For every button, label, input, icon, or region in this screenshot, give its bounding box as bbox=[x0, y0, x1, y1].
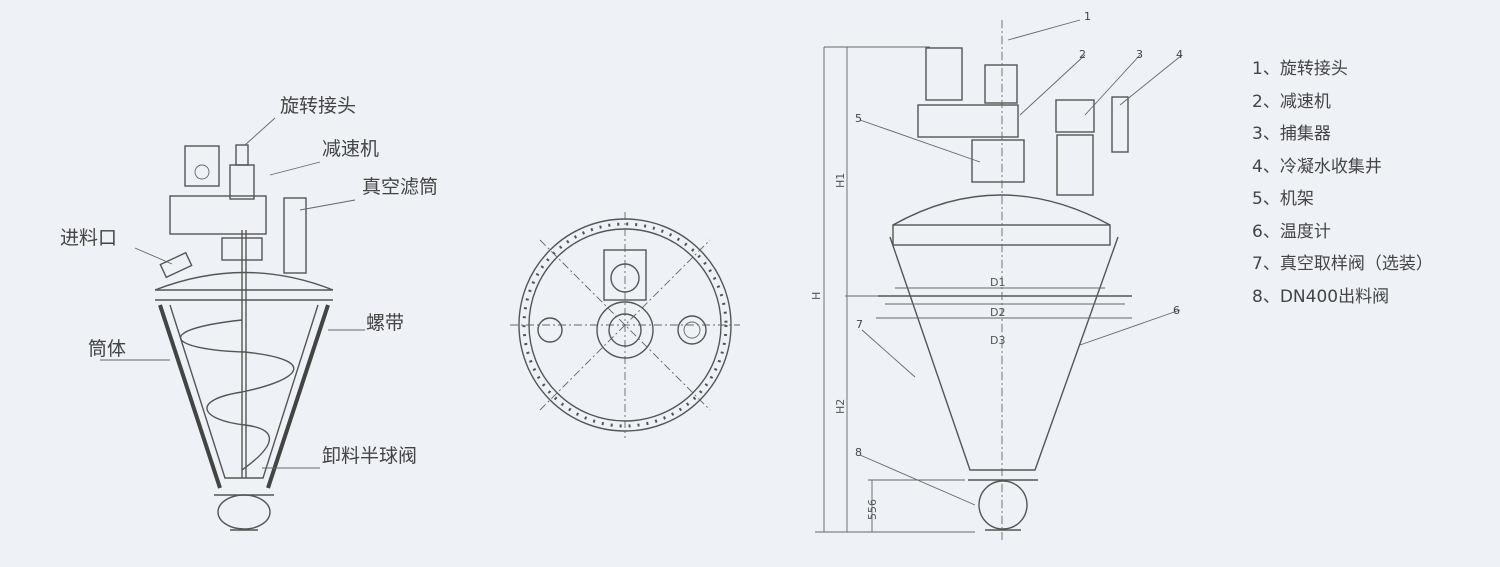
legend-item: 8、DN400出料阀 bbox=[1252, 286, 1390, 307]
legend-item: 7、真空取样阀（选装） bbox=[1252, 254, 1433, 274]
label-discharge-valve: 卸料半球阀 bbox=[322, 445, 417, 467]
parts-legend: 1、旋转接头 2、减速机 3、捕集器 4、冷凝水收集井 5、机架 6、温度计 7… bbox=[1252, 58, 1433, 318]
callout-6: 6 bbox=[1173, 304, 1180, 317]
left-section-drawing: 旋转接头 减速机 真空滤筒 进料口 筒体 螺带 卸料半球阀 bbox=[60, 95, 438, 531]
callout-7: 7 bbox=[856, 318, 863, 331]
legend-item: 6、温度计 bbox=[1252, 221, 1331, 242]
label-ribbon: 螺带 bbox=[366, 312, 404, 334]
callout-2: 2 bbox=[1079, 48, 1086, 61]
right-elevation-drawing: 1 2 3 4 5 6 7 8 H H1 H2 D1 D2 D3 556 bbox=[810, 10, 1183, 540]
dim-D3: D3 bbox=[990, 334, 1005, 347]
callout-3: 3 bbox=[1136, 48, 1143, 61]
callout-1: 1 bbox=[1084, 10, 1091, 23]
callout-8: 8 bbox=[855, 446, 862, 459]
legend-item: 5、机架 bbox=[1252, 189, 1314, 209]
callout-4: 4 bbox=[1176, 48, 1183, 61]
dim-H1: H1 bbox=[834, 173, 847, 188]
top-view-drawing bbox=[510, 212, 740, 438]
callout-5: 5 bbox=[855, 112, 862, 125]
legend-item: 3、捕集器 bbox=[1252, 124, 1331, 144]
dim-H2: H2 bbox=[834, 399, 847, 414]
legend-item: 2、减速机 bbox=[1252, 91, 1331, 112]
label-rotary-joint: 旋转接头 bbox=[280, 95, 356, 117]
dim-D1: D1 bbox=[990, 276, 1005, 289]
label-vacuum-filter: 真空滤筒 bbox=[362, 176, 438, 198]
label-reducer: 减速机 bbox=[322, 138, 379, 160]
label-feed-inlet: 进料口 bbox=[60, 227, 117, 249]
dim-H: H bbox=[810, 292, 823, 300]
dim-556: 556 bbox=[866, 499, 879, 520]
label-body: 筒体 bbox=[88, 338, 126, 360]
legend-item: 4、冷凝水收集井 bbox=[1252, 156, 1382, 177]
dim-D2: D2 bbox=[990, 306, 1005, 319]
legend-item: 1、旋转接头 bbox=[1252, 59, 1348, 79]
